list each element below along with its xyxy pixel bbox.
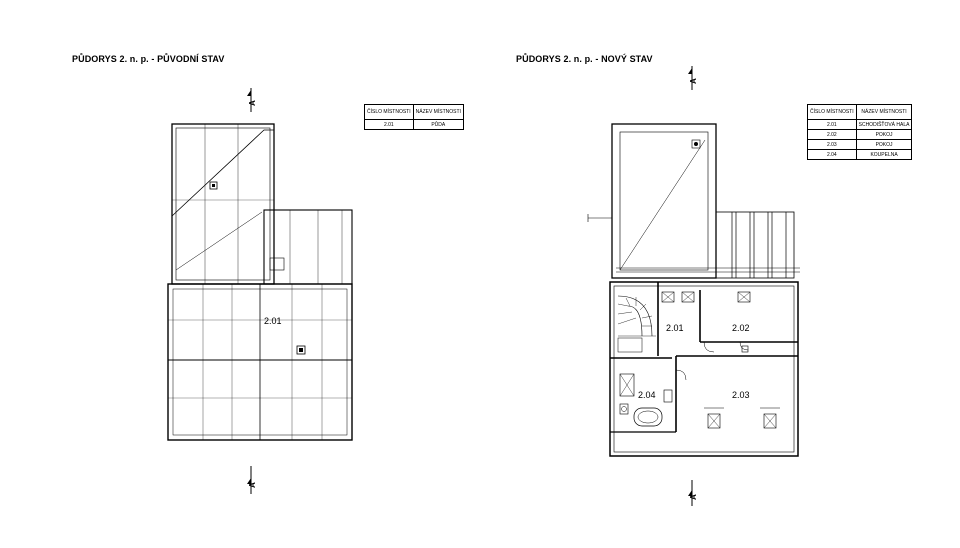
plan-title-new: PŮDORYS 2. n. p. - NOVÝ STAV	[516, 54, 653, 64]
section-arrow-icon	[247, 478, 251, 484]
section-mark-top-right: A	[689, 78, 698, 84]
legend-header-name: NÁZEV MÍSTNOSTI	[412, 104, 464, 120]
section-mark-top-left: A	[248, 100, 257, 106]
plan-title-original: PŮDORYS 2. n. p. - PŮVODNÍ STAV	[72, 54, 225, 64]
room-label-2-01-original: 2.01	[264, 316, 282, 326]
room-legend-original: ČÍSLO MÍSTNOSTI NÁZEV MÍSTNOSTI 2.01 PŮD…	[364, 104, 464, 130]
legend-room-name: KOUPELNA	[855, 149, 913, 160]
room-legend-new: ČÍSLO MÍSTNOSTI NÁZEV MÍSTNOSTI 2.01 SCH…	[807, 104, 913, 160]
floor-plan-original	[167, 88, 353, 494]
legend-row: 2.04 KOUPELNA	[807, 149, 913, 160]
room-label-2-01-new: 2.01	[666, 323, 684, 333]
section-mark-bottom-right: A	[689, 494, 698, 500]
legend-row: 2.01 PŮDA	[364, 119, 464, 130]
section-arrow-icon	[688, 490, 692, 496]
room-label-2-03: 2.03	[732, 390, 750, 400]
section-arrow-icon	[688, 68, 692, 74]
section-arrow-icon	[247, 90, 251, 96]
section-mark-bottom-left: A	[248, 482, 257, 488]
legend-room-name: PŮDA	[412, 119, 464, 130]
room-label-2-04: 2.04	[638, 390, 656, 400]
room-label-2-02: 2.02	[732, 323, 750, 333]
floor-plan-new	[587, 66, 800, 506]
